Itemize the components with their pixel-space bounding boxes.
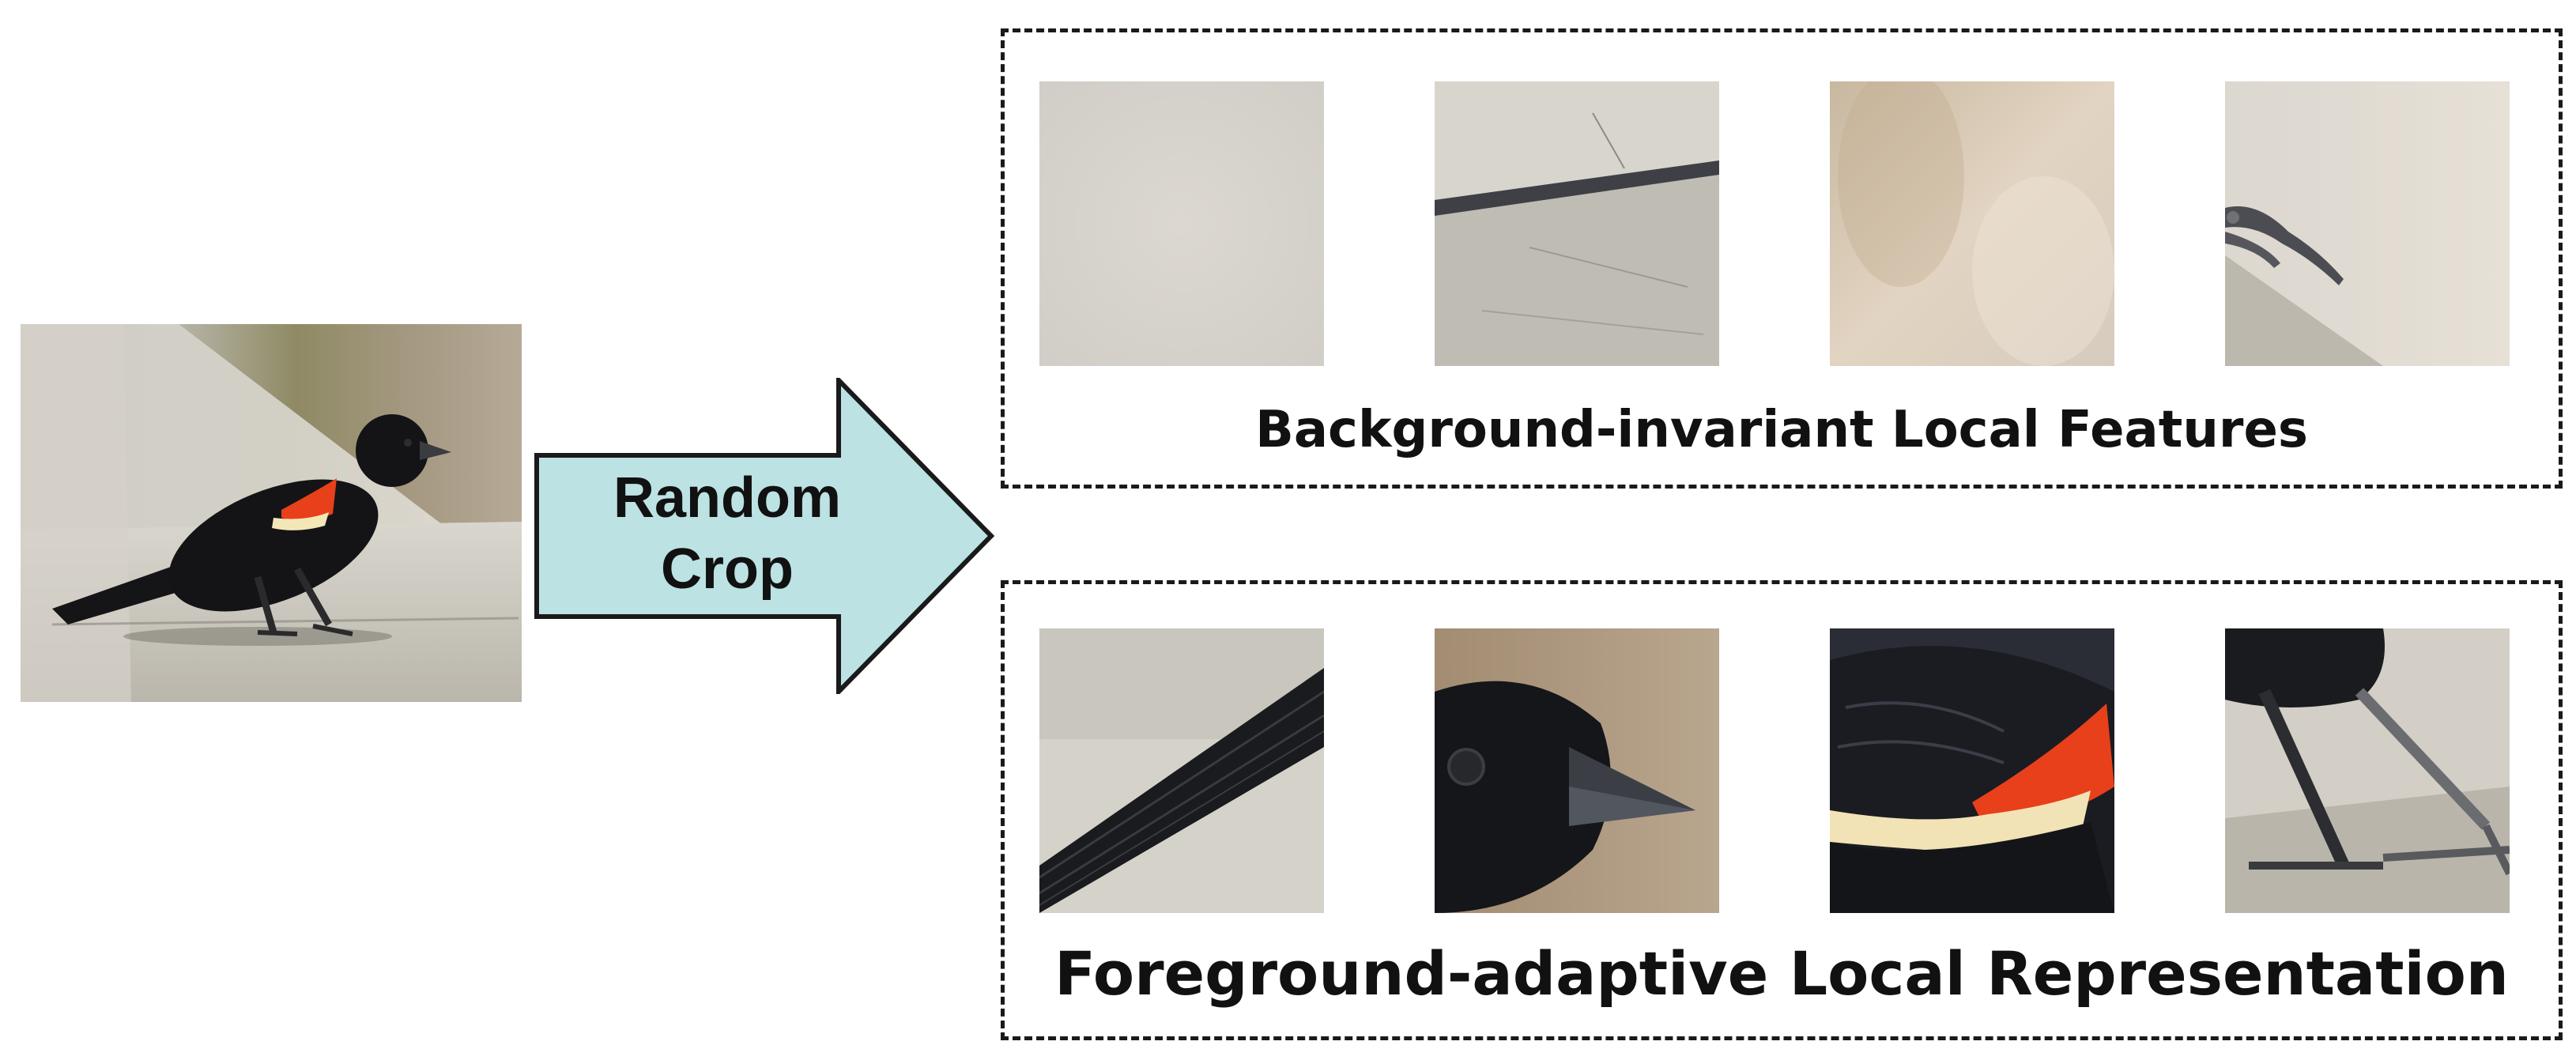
foreground-representation-panel: Foreground-adaptive Local Representation (1001, 580, 2563, 1040)
bokeh-background-crop (1830, 81, 2114, 366)
random-crop-arrow (534, 374, 1004, 698)
bird-photo-illustration (21, 324, 522, 702)
bokeh-patch-icon (1830, 81, 2114, 366)
wing-epaulet-crop (1830, 628, 2114, 913)
background-panel-caption: Background-invariant Local Features (1255, 401, 2308, 459)
background-features-panel: Background-invariant Local Features (1001, 28, 2563, 489)
wing-patch-icon (1830, 628, 2114, 913)
legs-feet-crop (2225, 628, 2510, 913)
random-crop-label: Random Crop (545, 462, 909, 605)
tail-patch-icon (1039, 628, 1324, 913)
blurred-background-crop (1039, 81, 1324, 366)
arrow-label-line2: Crop (661, 538, 794, 601)
claw-on-wood-crop (2225, 81, 2510, 366)
legs-patch-icon (2225, 628, 2510, 913)
plain-background-patch-icon (1039, 81, 1324, 366)
tail-feathers-crop (1039, 628, 1324, 913)
foreground-panel-caption: Foreground-adaptive Local Representation (1054, 938, 2509, 1009)
claw-patch-icon (2225, 81, 2510, 366)
wood-rail-edge-crop (1435, 81, 1719, 366)
arrow-shape (534, 374, 995, 698)
arrow-label-line1: Random (613, 466, 841, 530)
source-bird-image (21, 324, 522, 702)
bird-head-beak-crop (1435, 628, 1719, 913)
wood-texture-patch-icon (1435, 81, 1719, 366)
head-patch-icon (1435, 628, 1719, 913)
